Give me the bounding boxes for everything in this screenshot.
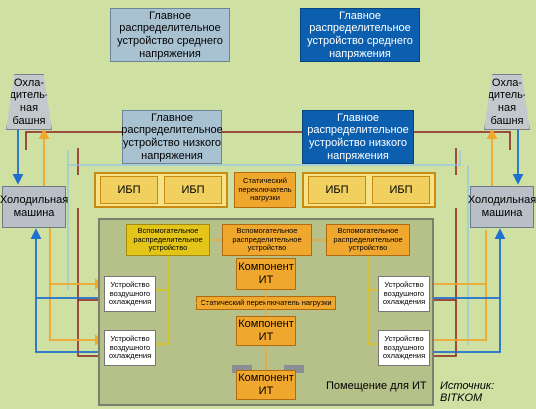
it-component-2: Компонент ИТ xyxy=(236,316,296,346)
ups-2-label: ИБП xyxy=(181,183,205,196)
lv-switchgear-right: Главное распределительное устройство низ… xyxy=(302,110,414,164)
it-component-3: Компонент ИТ xyxy=(236,370,296,400)
chiller-left-label: Холодильная машина xyxy=(0,194,69,219)
ups-2: ИБП xyxy=(164,176,222,204)
chiller-right: Холодильная машина xyxy=(467,186,536,228)
chiller-left: Холодильная машина xyxy=(0,186,69,228)
it-component-1-label: Компонент ИТ xyxy=(238,261,294,286)
lv-switchgear-left-label: Главное распределительное устройство низ… xyxy=(121,111,223,162)
mv-switchgear-right-label: Главное распределительное устройство сре… xyxy=(307,9,413,60)
it-component-1: Компонент ИТ xyxy=(236,258,296,290)
aux-switchgear-left-label: Вспомогательное распределительное устрой… xyxy=(133,226,203,253)
aux-switchgear-left: Вспомогательное распределительное устрой… xyxy=(126,224,210,256)
lv-switchgear-right-label: Главное распределительное устройство низ… xyxy=(307,111,409,162)
lv-switchgear-left: Главное распределительное устройство низ… xyxy=(121,110,223,164)
static-switch-top-label: Статический переключатель нагрузки xyxy=(238,176,292,203)
mv-switchgear-left-label: Главное распределительное устройство сре… xyxy=(117,9,223,60)
chiller-right-label: Холодильная машина xyxy=(467,194,536,219)
ups-3: ИБП xyxy=(308,176,366,204)
aux-switchgear-right: Вспомогательное распределительное устрой… xyxy=(326,224,410,256)
power-lines xyxy=(25,131,511,357)
air-cooling-unit-4-label: Устройство воздушного охлаждения xyxy=(382,334,426,361)
connector-right xyxy=(284,365,304,373)
blue-water-lines xyxy=(12,130,524,353)
air-cooling-unit-3: Устройство воздушного охлаждения xyxy=(378,276,430,312)
aux-switchgear-right-label: Вспомогательное распределительное устрой… xyxy=(333,226,403,253)
air-cooling-unit-2: Устройство воздушного охлаждения xyxy=(104,330,156,366)
cooling-tower-right-label: Охла-дитель-ная башня xyxy=(487,76,527,127)
cooling-tower-left-label: Охла-дитель-ная башня xyxy=(9,76,49,127)
mv-switchgear-left: Главное распределительное устройство сре… xyxy=(110,8,230,62)
static-switch-top: Статический переключатель нагрузки xyxy=(234,172,296,208)
it-room-label: Помещение для ИТ xyxy=(326,380,427,392)
ups-1: ИБП xyxy=(100,176,158,204)
ups-1-label: ИБП xyxy=(117,183,141,196)
air-cooling-unit-4: Устройство воздушного охлаждения xyxy=(378,330,430,366)
air-cooling-unit-1: Устройство воздушного охлаждения xyxy=(104,276,156,312)
source-label: Источник: BITKOM xyxy=(440,380,495,404)
it-component-2-label: Компонент ИТ xyxy=(238,318,294,343)
ups-3-label: ИБП xyxy=(325,183,349,196)
ups-4-label: ИБП xyxy=(389,183,413,196)
aux-switchgear-center-label: Вспомогательное распределительное устрой… xyxy=(232,226,302,253)
air-cooling-unit-3-label: Устройство воздушного охлаждения xyxy=(382,280,426,307)
low-voltage-lines xyxy=(67,150,469,345)
connector-left xyxy=(232,365,252,373)
aux-switchgear-center: Вспомогательное распределительное устрой… xyxy=(222,224,312,256)
mv-switchgear-right: Главное распределительное устройство сре… xyxy=(300,8,420,62)
air-cooling-unit-1-label: Устройство воздушного охлаждения xyxy=(108,280,152,307)
air-cooling-unit-2-label: Устройство воздушного охлаждения xyxy=(108,334,152,361)
ups-4: ИБП xyxy=(372,176,430,204)
it-component-3-label: Компонент ИТ xyxy=(238,372,294,397)
